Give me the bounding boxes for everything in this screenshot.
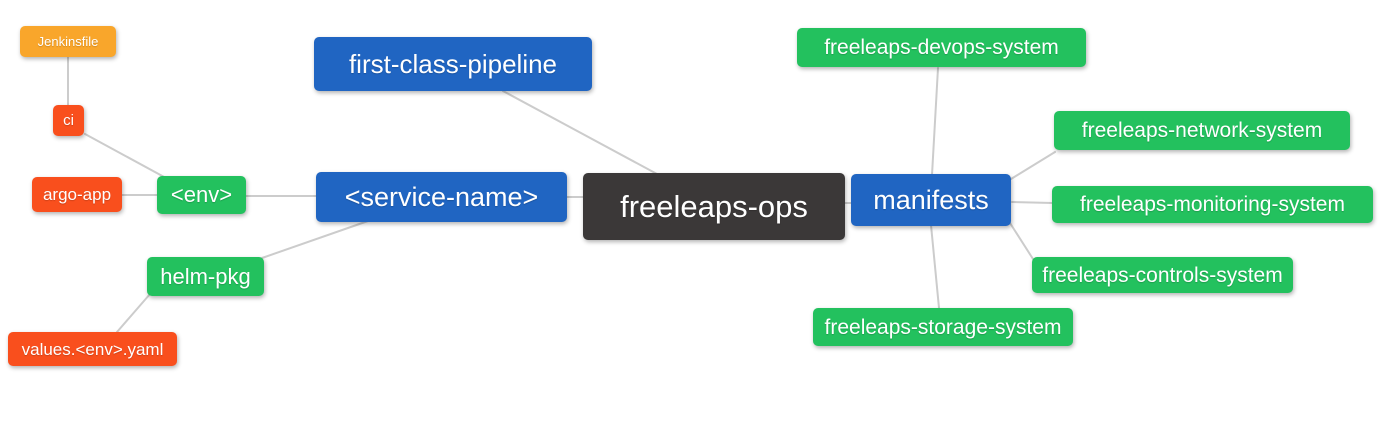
- node-network-system[interactable]: freeleaps-network-system: [1054, 111, 1350, 150]
- node-helm-pkg[interactable]: helm-pkg: [147, 257, 264, 296]
- node-freeleaps-ops[interactable]: freeleaps-ops: [583, 173, 845, 240]
- edge-ci-env: [84, 133, 167, 179]
- edge-manifests-network: [1010, 151, 1056, 180]
- node-manifests[interactable]: manifests: [851, 174, 1011, 226]
- node-first-class-pipeline[interactable]: first-class-pipeline: [314, 37, 592, 91]
- edge-values-helm-pkg: [116, 293, 151, 333]
- edge-manifests-devops: [931, 67, 939, 176]
- node-argo-app[interactable]: argo-app: [32, 177, 122, 212]
- node-devops-system[interactable]: freeleaps-devops-system: [797, 28, 1086, 67]
- edge-manifests-monitoring: [1011, 201, 1054, 204]
- node-ci[interactable]: ci: [53, 105, 84, 136]
- node-env[interactable]: <env>: [157, 176, 246, 214]
- edge-manifests-storage: [930, 224, 940, 309]
- node-controls-system[interactable]: freeleaps-controls-system: [1032, 257, 1293, 293]
- edge-pipeline-root: [502, 90, 658, 175]
- node-storage-system[interactable]: freeleaps-storage-system: [813, 308, 1073, 346]
- edge-helm-pkg-service-name: [261, 220, 369, 259]
- node-service-name[interactable]: <service-name>: [316, 172, 567, 222]
- node-monitoring-system[interactable]: freeleaps-monitoring-system: [1052, 186, 1373, 223]
- node-values-env-yaml[interactable]: values.<env>.yaml: [8, 332, 177, 366]
- edge-manifests-controls: [1009, 222, 1034, 260]
- node-jenkinsfile[interactable]: Jenkinsfile: [20, 26, 116, 57]
